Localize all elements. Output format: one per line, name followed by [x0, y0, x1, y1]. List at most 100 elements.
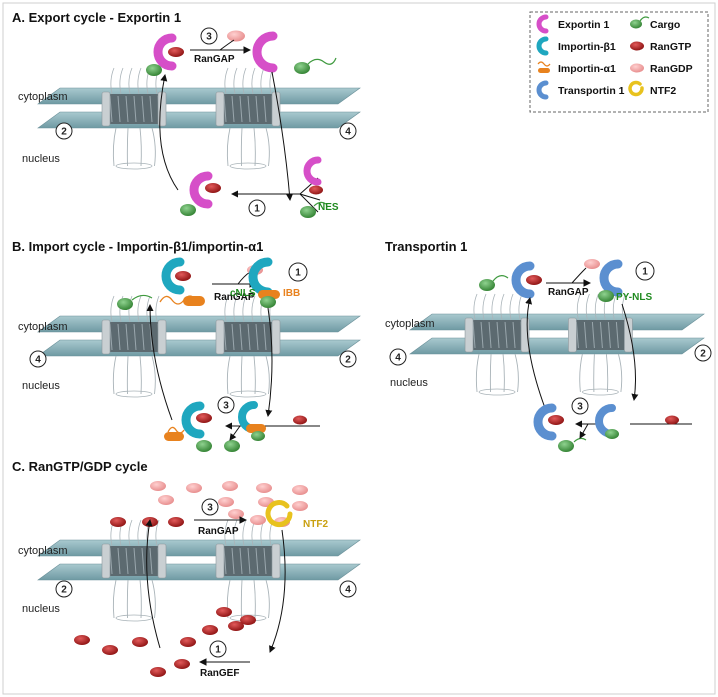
cargo-icon	[558, 440, 574, 452]
rangap-label-b: RanGAP	[214, 292, 255, 303]
export-complex-cytoplasm	[146, 33, 184, 76]
membrane-b	[37, 295, 361, 398]
recycle-path-t	[525, 297, 546, 409]
step4-number-t: 4	[395, 353, 401, 364]
rangdp-icon	[292, 485, 308, 495]
rangtp-icon	[309, 185, 323, 195]
panel-a-title: A. Export cycle - Exportin 1	[12, 10, 181, 25]
importin-b1-icon	[181, 401, 205, 439]
cytoplasm-label-b: cytoplasm	[18, 321, 68, 333]
cargo-icon	[224, 440, 240, 452]
exportin1-icon	[252, 31, 278, 73]
importin-b1-icon	[536, 36, 549, 56]
step2-number-a: 2	[61, 127, 67, 138]
exportin1-icon	[303, 156, 322, 186]
transportin1-icon	[599, 259, 623, 297]
step4-badge-c	[339, 580, 357, 598]
input-line-a3	[299, 193, 319, 213]
rangtp-icon	[196, 413, 212, 423]
nuclear-pore-icon	[101, 519, 167, 622]
rangtp-icon	[132, 637, 148, 647]
cargo-release-arrow-t	[579, 423, 589, 439]
cargo-icon	[196, 440, 212, 452]
step4-badge-a	[339, 122, 357, 140]
cargo-icon	[294, 62, 310, 74]
nuclear-pore-icon	[101, 67, 167, 170]
rangdp-icon	[218, 497, 234, 507]
step3-number-c: 3	[207, 503, 213, 514]
cargo-icon	[300, 206, 316, 218]
legend-label: Exportin 1	[558, 19, 610, 31]
inner-membrane	[37, 563, 361, 581]
rangtp-icon	[228, 621, 244, 631]
rangtp-icon	[175, 271, 191, 281]
export-path-arrow	[159, 74, 179, 191]
rangdp-icon	[256, 483, 272, 493]
membrane-c	[37, 519, 361, 622]
rangtp-icon	[205, 183, 221, 193]
importin-b1-icon	[161, 257, 185, 295]
exportin1-icon	[536, 14, 549, 34]
rangdp-icon	[222, 481, 238, 491]
rangap-label-a: RanGAP	[194, 54, 235, 65]
rangtp-icon	[216, 607, 232, 617]
cargo-icon	[180, 204, 196, 216]
step1-number-a: 1	[254, 204, 260, 215]
rangtp-icon	[102, 645, 118, 655]
cargo-icon	[146, 64, 162, 76]
rangtp-icon	[526, 275, 542, 285]
membrane-a	[37, 67, 361, 170]
nuclear-pore-icon	[215, 67, 281, 170]
rangdp-icon	[630, 63, 644, 73]
rangdp-icon	[158, 495, 174, 505]
step1-badge-t	[635, 261, 655, 281]
membrane-t	[409, 293, 705, 396]
legend-label: RanGDP	[650, 63, 693, 75]
step3-badge-t	[571, 397, 589, 415]
recycle-path-arrow	[271, 71, 293, 201]
release-arrow-b	[237, 271, 251, 285]
importin-a1-icon	[537, 61, 551, 73]
cargo-tail-icon	[492, 275, 509, 282]
step1-number-c: 1	[215, 645, 221, 656]
step4-number-a: 4	[345, 127, 351, 138]
panel-b: cytoplasm nucleus RanGAP cNLS IBB 1	[18, 257, 361, 452]
cargo-icon	[260, 296, 276, 308]
step2-number-t: 2	[700, 349, 706, 360]
step2-badge-t	[694, 344, 712, 362]
rangdp-icon	[227, 30, 245, 42]
panel-transportin: cytoplasm nucleus RanGAP PY-NLS 1 3 4 2	[385, 259, 712, 452]
cargo-tail-icon	[307, 57, 337, 65]
rangtp-icon	[293, 415, 307, 425]
step3-number-b: 3	[223, 401, 229, 412]
step2-badge-a	[55, 122, 73, 140]
rangdp-icon	[292, 501, 308, 511]
nucleus-label-c: nucleus	[22, 603, 60, 615]
rangtp-icon	[110, 517, 126, 527]
legend-label: RanGTP	[650, 41, 691, 53]
rangtp-icon	[150, 667, 166, 677]
cargo-release-arrow-b	[229, 425, 241, 441]
cytoplasm-label-a: cytoplasm	[18, 91, 68, 103]
step3-number-a: 3	[206, 32, 212, 43]
importin-a1-icon	[258, 290, 280, 299]
legend-box	[529, 11, 709, 113]
rangdp-icon	[186, 483, 202, 493]
rangef-label-c: RanGEF	[200, 668, 239, 679]
step1-number-t: 1	[642, 267, 648, 278]
ntf2-label: NTF2	[303, 519, 328, 530]
step4-number-c: 4	[345, 585, 351, 596]
legend-label: NTF2	[650, 85, 676, 97]
cargo-icon	[598, 290, 614, 302]
outer-membrane	[37, 539, 361, 557]
cargo-tail-icon	[131, 294, 153, 301]
pynls-label: PY-NLS	[616, 292, 652, 303]
step3-badge-c	[201, 498, 219, 516]
inner-membrane	[37, 339, 361, 357]
cargo-icon	[117, 298, 133, 310]
step1-number-b: 1	[295, 268, 301, 279]
cargo-icon	[479, 279, 495, 291]
rangtp-icon	[174, 659, 190, 669]
importin-a1-icon	[246, 424, 266, 433]
